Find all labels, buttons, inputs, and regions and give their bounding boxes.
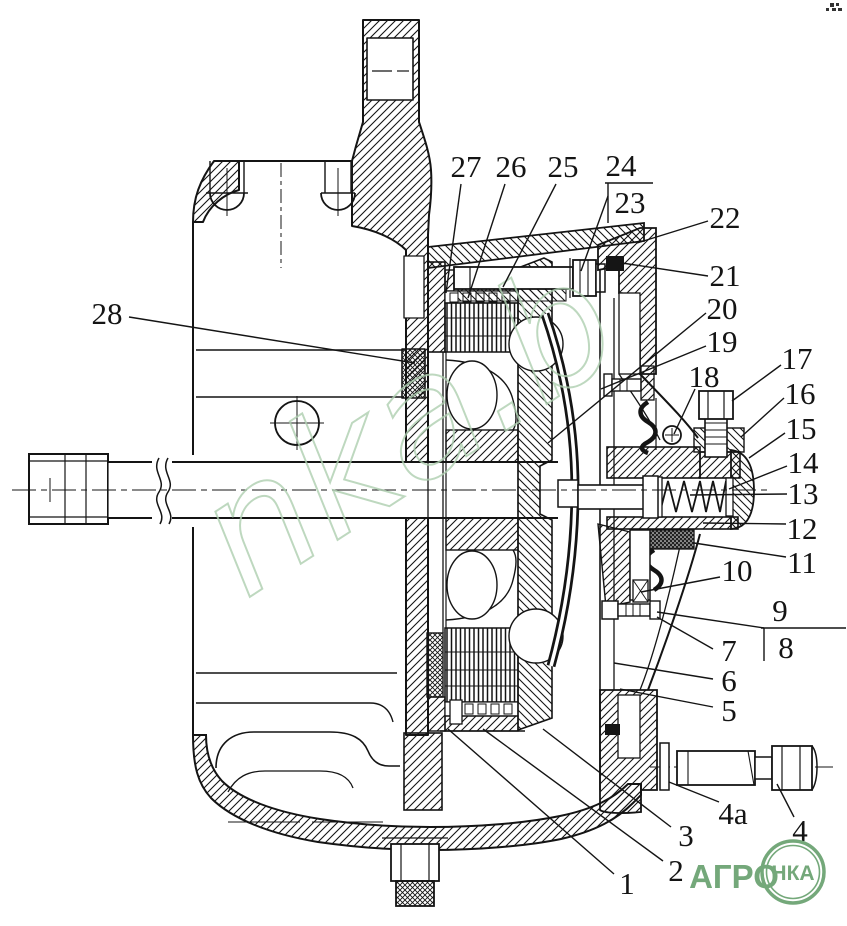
lower-disc-pack	[444, 627, 519, 703]
callout-4a: 4a	[718, 796, 748, 831]
bolt-boss-right	[320, 161, 356, 216]
upper-disc-pack	[444, 302, 519, 353]
callout-1: 1	[619, 866, 635, 901]
callout-19: 19	[707, 324, 738, 359]
agronka-logo: АГРО НКА	[689, 839, 826, 905]
lower-bearing	[426, 632, 444, 698]
callout-13: 13	[788, 476, 819, 511]
corner-marks	[826, 3, 842, 11]
callout-17: 17	[782, 341, 813, 376]
callout-8: 8	[778, 630, 794, 665]
clutch-cover	[597, 227, 701, 814]
mounting-bolt	[650, 742, 833, 791]
oil-sump	[191, 672, 642, 907]
callout-11: 11	[787, 545, 817, 580]
drain-plug	[382, 837, 448, 907]
callout-5: 5	[721, 693, 737, 728]
callout-2: 2	[668, 853, 684, 888]
callout-18: 18	[689, 359, 720, 394]
callout-14: 14	[788, 445, 820, 480]
fork-bolt	[601, 600, 661, 620]
callout-4: 4	[792, 813, 808, 848]
callout-20: 20	[707, 291, 738, 326]
rubber-ring	[647, 529, 695, 550]
clutch-spring	[659, 480, 727, 513]
callout-12: 12	[787, 511, 818, 546]
callout-26: 26	[496, 149, 527, 184]
callout-16: 16	[785, 376, 816, 411]
callout-21: 21	[710, 258, 741, 293]
callout-22: 22	[710, 200, 741, 235]
callout-3: 3	[678, 818, 694, 853]
release-mechanism	[557, 365, 755, 620]
bolt-boss-left	[206, 161, 248, 216]
upper-seal	[606, 256, 624, 271]
callout-27: 27	[451, 149, 482, 184]
callout-24: 24	[606, 148, 638, 183]
logo-text-circle: НКА	[771, 862, 814, 885]
housing	[192, 19, 433, 737]
callout-10: 10	[722, 553, 753, 588]
pack-rivet	[449, 699, 463, 725]
callout-leaders	[128, 182, 846, 875]
callout-25: 25	[548, 149, 579, 184]
washer	[659, 742, 670, 791]
callout-labels: 1 2 3 4 4a 5 6 7 8 9 10 11 12 13 14 15 1…	[92, 148, 820, 901]
callout-28: 28	[92, 296, 123, 331]
callout-15: 15	[786, 411, 817, 446]
callout-6: 6	[721, 663, 737, 698]
callout-9: 9	[772, 593, 788, 628]
lower-seal	[605, 724, 620, 735]
logo-circle	[760, 839, 826, 905]
callout-7: 7	[721, 633, 737, 668]
callout-23: 23	[615, 185, 646, 220]
